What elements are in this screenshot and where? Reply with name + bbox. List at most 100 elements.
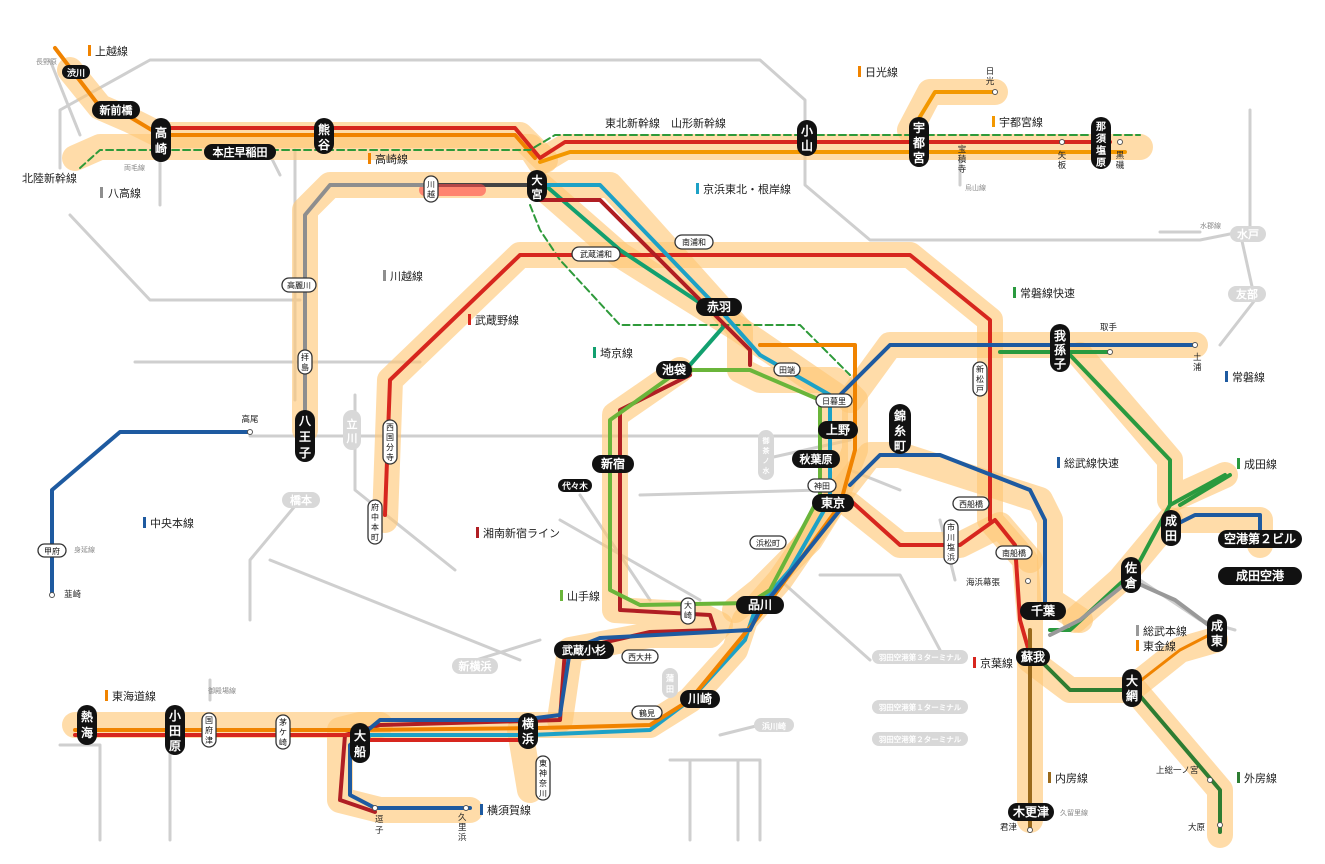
svg-text:成田線: 成田線 (1244, 457, 1277, 471)
station-haneda-t3[interactable]: 羽田空港第３ターミナル (872, 650, 968, 664)
svg-text:成田空港: 成田空港 (1236, 568, 1285, 583)
station-chiba[interactable]: 千葉 (1020, 602, 1066, 620)
svg-text:上野: 上野 (826, 422, 850, 437)
station-hachioji[interactable]: 八 王 子 (295, 410, 315, 462)
station-tabata[interactable]: 田端 (773, 362, 801, 377)
station-takasaki[interactable]: 高 崎 (151, 118, 171, 162)
station-hashimoto[interactable]: 橋本 (282, 492, 320, 508)
station-haneda-t1[interactable]: 羽田空港第１ターミナル (872, 700, 968, 714)
station-soga[interactable]: 蘇我 (1016, 648, 1050, 666)
svg-text:川越線: 川越線 (390, 269, 423, 283)
station-akabane[interactable]: 赤羽 (696, 298, 742, 316)
station-narita[interactable]: 成 田 (1161, 510, 1181, 546)
station-shinyokohama[interactable]: 新横浜 (452, 658, 498, 674)
station-kozu[interactable]: 国 府 津 (201, 712, 217, 748)
svg-text:浜: 浜 (522, 731, 534, 746)
station-ueno[interactable]: 上野 (818, 421, 858, 439)
svg-text:川: 川 (539, 789, 547, 798)
station-shin-maebashi[interactable]: 新前橋 (92, 101, 140, 119)
svg-text:赤羽: 赤羽 (707, 299, 731, 314)
station-shibukawa[interactable]: 渋川 (62, 65, 90, 79)
station-haneda-t2[interactable]: 羽田空港第２ターミナル (872, 732, 968, 746)
station-tokyo[interactable]: 東京 (812, 494, 854, 512)
station-airport-t2[interactable]: 空港第２ビル (1218, 530, 1302, 548)
svg-text:空港第２ビル: 空港第２ビル (1224, 531, 1296, 546)
station-shinagawa[interactable]: 品川 (736, 596, 784, 614)
station-akihabara[interactable]: 秋葉原 (792, 450, 840, 468)
station-odawara[interactable]: 小 田 原 (165, 705, 185, 755)
station-sakura[interactable]: 佐 倉 (1121, 557, 1141, 593)
svg-text:奈: 奈 (539, 778, 547, 788)
station-ikebukuro[interactable]: 池袋 (656, 361, 692, 379)
station-mito[interactable]: 水戸 (1230, 226, 1266, 242)
station-kawagoe[interactable]: 川 越 (423, 175, 439, 203)
station-kinshicho[interactable]: 錦 糸 町 (889, 404, 911, 454)
svg-text:日光線: 日光線 (865, 65, 898, 79)
station-ofuna[interactable]: 大 船 (350, 723, 370, 763)
svg-text:新横浜: 新横浜 (459, 659, 492, 673)
station-utsunomiya[interactable]: 宇 都 宮 (909, 117, 929, 167)
station-abiko[interactable]: 我 孫 子 (1050, 324, 1070, 372)
station-hamamatsucho[interactable]: 浜松町 (749, 535, 787, 550)
svg-text:西: 西 (386, 423, 394, 432)
station-komagawa[interactable]: 高麗川 (281, 277, 317, 293)
svg-text:中央本線: 中央本線 (150, 516, 194, 530)
svg-text:東金線: 東金線 (1143, 639, 1176, 653)
svg-text:田: 田 (169, 724, 181, 738)
station-narita-airport[interactable]: 成田空港 (1218, 567, 1302, 585)
svg-text:東: 東 (1211, 633, 1223, 648)
svg-text:宇都宮線: 宇都宮線 (999, 115, 1043, 129)
svg-text:田: 田 (1165, 529, 1177, 543)
station-musashikosugi[interactable]: 武蔵小杉 (554, 641, 614, 659)
svg-text:光: 光 (986, 76, 995, 87)
station-higashikanagawa[interactable]: 東 神 奈 川 (535, 755, 551, 801)
station-nippori[interactable]: 日暮里 (815, 393, 853, 408)
svg-text:友部: 友部 (1236, 287, 1258, 301)
station-ichikawashiohama[interactable]: 市 川 塩 浜 (943, 519, 959, 565)
station-kisarazu[interactable]: 木更津 (1008, 803, 1054, 821)
svg-text:海: 海 (81, 725, 93, 740)
line-name-labels: 上越線 北陸新幹線 八高線 高崎線 東北新幹線 山形新幹線 日光線 宇都宮線 京… (22, 44, 1277, 817)
station-atami[interactable]: 熱 海 (77, 705, 97, 745)
station-tachikawa[interactable]: 立 川 (343, 410, 361, 450)
station-nasushiobara[interactable]: 那 須 塩 原 (1091, 117, 1111, 169)
station-shinjuku[interactable]: 新宿 (592, 455, 634, 473)
svg-text:韮崎: 韮崎 (64, 589, 82, 600)
station-yoyogi[interactable]: 代々木 (558, 479, 592, 492)
station-kumagaya[interactable]: 熊 谷 (314, 118, 334, 154)
station-omiya[interactable]: 大 宮 (527, 170, 547, 202)
svg-text:子: 子 (1054, 357, 1066, 371)
station-chigasaki[interactable]: 茅 ケ 崎 (275, 714, 291, 750)
station-nishioi[interactable]: 西大井 (621, 649, 659, 664)
station-minamifunabashi[interactable]: 南船橋 (995, 545, 1033, 560)
station-shinmatsudo[interactable]: 新 松 戸 (972, 361, 988, 397)
station-oyama[interactable]: 小 山 (797, 120, 817, 156)
station-nishifunabashi[interactable]: 西船橋 (952, 496, 990, 511)
station-osaki[interactable]: 大 崎 (680, 597, 696, 625)
station-oami[interactable]: 大 網 (1122, 669, 1142, 707)
svg-text:君津: 君津 (1000, 822, 1018, 833)
station-tomobe[interactable]: 友部 (1228, 286, 1266, 302)
svg-text:高崎線: 高崎線 (375, 152, 408, 166)
station-tsurumi[interactable]: 鶴見 (631, 705, 663, 720)
station-kamata[interactable]: 蒲 田 (662, 668, 678, 698)
station-ochanomizu[interactable]: 御 茶 ノ 水 (758, 430, 774, 480)
station-kofu[interactable]: 甲府 (37, 543, 67, 558)
station-haijima[interactable]: 拝 島 (297, 349, 313, 375)
station-nishikokubunji[interactable]: 西 国 分 寺 (382, 419, 398, 465)
svg-text:御殿場線: 御殿場線 (208, 686, 236, 695)
station-naruto[interactable]: 成 東 (1207, 614, 1227, 652)
station-kanda[interactable]: 神田 (807, 478, 837, 493)
station-hamakawasaki[interactable]: 浜川崎 (754, 718, 794, 732)
label-joban: 常磐線 (1225, 370, 1265, 384)
svg-text:寺: 寺 (958, 165, 967, 175)
station-fuchuhonmachi[interactable]: 府 中 本 町 (367, 499, 383, 545)
station-minamiurawa[interactable]: 南浦和 (674, 234, 714, 250)
station-kawasaki[interactable]: 川崎 (680, 690, 720, 708)
svg-text:品川: 品川 (748, 598, 772, 612)
svg-text:津: 津 (205, 735, 213, 745)
station-musashiurawa[interactable]: 武蔵浦和 (571, 246, 621, 262)
station-honjo-waseda[interactable]: 本庄早稲田 (204, 144, 276, 160)
label-keiyo: 京葉線 (973, 656, 1013, 670)
station-yokohama[interactable]: 横 浜 (518, 713, 538, 749)
